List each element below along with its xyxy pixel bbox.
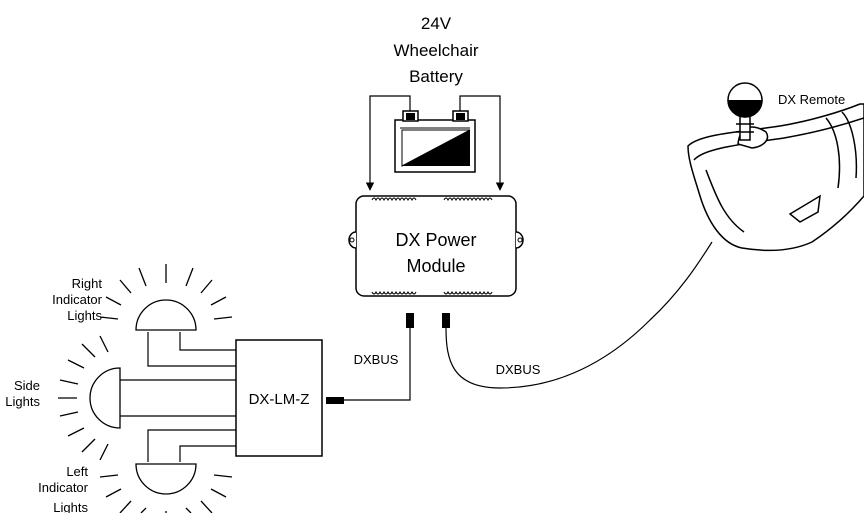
dxbus-cable-right xyxy=(445,241,713,389)
right-indicator-label: Right Indicator Lights xyxy=(52,276,103,323)
right-indicator-light xyxy=(99,264,233,331)
side-light-label: Side Lights xyxy=(5,378,40,409)
power-module-label-line2: Module xyxy=(406,256,465,276)
left-indicator-label: Left Indicator Lights xyxy=(38,464,89,513)
left-indicator-label-line3: Lights xyxy=(53,500,88,513)
dx-remote xyxy=(687,82,864,252)
battery-icon xyxy=(394,110,476,173)
power-module-connector-right xyxy=(442,313,450,328)
right-indicator-label-line2: Indicator xyxy=(52,292,103,307)
lighting-module-box xyxy=(235,339,323,457)
dx-remote-label: DX Remote xyxy=(778,92,845,107)
battery-leads xyxy=(365,95,505,191)
side-light-label-line1: Side xyxy=(14,378,40,393)
lighting-module-connector xyxy=(326,397,344,404)
right-indicator-label-line3: Lights xyxy=(67,308,102,323)
left-indicator-label-line1: Left xyxy=(66,464,88,479)
dxbus-label-right: DXBUS xyxy=(496,362,541,377)
battery-title: 24V Wheelchair Battery xyxy=(393,14,478,86)
battery-label-line3: Battery xyxy=(409,67,463,86)
side-light xyxy=(58,335,121,461)
power-module-label-line1: DX Power xyxy=(395,230,476,250)
left-indicator-light xyxy=(99,463,233,513)
light-wiring xyxy=(120,332,236,462)
right-indicator-label-line1: Right xyxy=(72,276,103,291)
left-indicator-label-line2: Indicator xyxy=(38,480,89,495)
battery-label-line1: 24V xyxy=(421,14,452,33)
dxbus-cable-left xyxy=(342,328,411,401)
battery-label-line2: Wheelchair xyxy=(393,41,478,60)
side-light-label-line2: Lights xyxy=(5,394,40,409)
power-module-connector-left xyxy=(406,313,414,328)
dxbus-label-left: DXBUS xyxy=(354,352,399,367)
lighting-module-label: DX-LM-Z xyxy=(249,391,310,408)
power-module: DX Power Module xyxy=(348,195,524,297)
